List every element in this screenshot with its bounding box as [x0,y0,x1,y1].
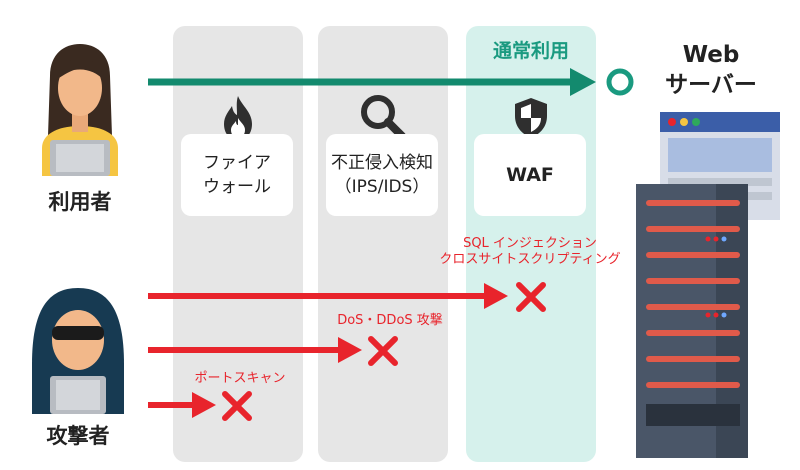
ids-label-line1: 不正侵入検知 [331,153,433,173]
attacker-avatar [32,288,124,414]
magnifier-icon [361,95,406,140]
ids-label-line2: （IPS/IDS） [334,177,430,197]
shield-icon [515,98,547,138]
firewall-label-line1: ファイア [203,153,271,173]
firewall-card: ファイア ウォール [181,134,293,216]
dos-label: DoS・DDoS 攻撃 [337,313,443,328]
firewall-label-line2: ウォール [203,177,271,197]
blocked-x-icon-firewall [222,391,252,421]
web-server-illustration [636,112,780,458]
fire-icon [224,96,252,140]
attacker-label: 攻撃者 [46,424,110,448]
xss-label-line2: クロスサイトスクリプティング [439,252,621,267]
success-circle-icon [606,68,634,96]
user-label: 利用者 [48,190,112,214]
ids-card: 不正侵入検知 （IPS/IDS） [326,134,438,216]
user-avatar [42,44,118,176]
waf-card: WAF [474,134,586,216]
server-label-line1: Web [682,42,740,68]
server-label: Web サーバー [656,40,766,100]
normal-use-label: 通常利用 [492,40,569,62]
server-label-line2: サーバー [665,72,757,98]
blocked-x-icon-ids [368,336,398,366]
port-scan-label: ポートスキャン [194,371,286,386]
blocked-x-icon-waf [516,282,546,312]
waf-label: WAF [506,164,554,186]
sql-injection-label-line1: SQL インジェクション [463,236,597,251]
sql-injection-label: SQL インジェクション クロスサイトスクリプティング [410,236,650,268]
